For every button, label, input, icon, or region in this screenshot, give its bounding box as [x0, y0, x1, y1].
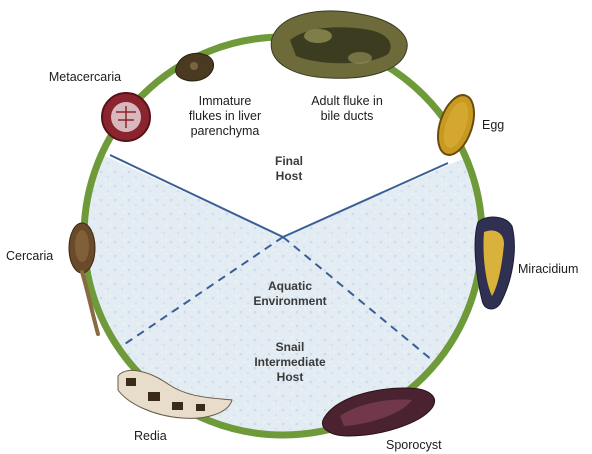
aquatic-environment-label: Aquatic Environment: [240, 279, 340, 309]
immature-flukes-label: Immature flukes in liver parenchyma: [180, 94, 270, 139]
egg-image: [431, 91, 481, 160]
adult-fluke-label: Adult fluke in bile ducts: [302, 94, 392, 124]
egg-label: Egg: [482, 118, 504, 133]
miracidium-image: [475, 217, 514, 309]
sporocyst-label: Sporocyst: [386, 438, 442, 453]
immature-flukes-image: [176, 53, 214, 81]
metacercaria-image: [102, 93, 150, 141]
adult-fluke-image: [271, 11, 407, 78]
redia-label: Redia: [134, 429, 167, 444]
cercaria-label: Cercaria: [6, 249, 53, 264]
miracidium-label: Miracidium: [518, 262, 578, 277]
metacercaria-label: Metacercaria: [40, 70, 130, 85]
final-host-label: Final Host: [265, 154, 313, 184]
snail-host-label: Snail Intermediate Host: [250, 340, 330, 385]
